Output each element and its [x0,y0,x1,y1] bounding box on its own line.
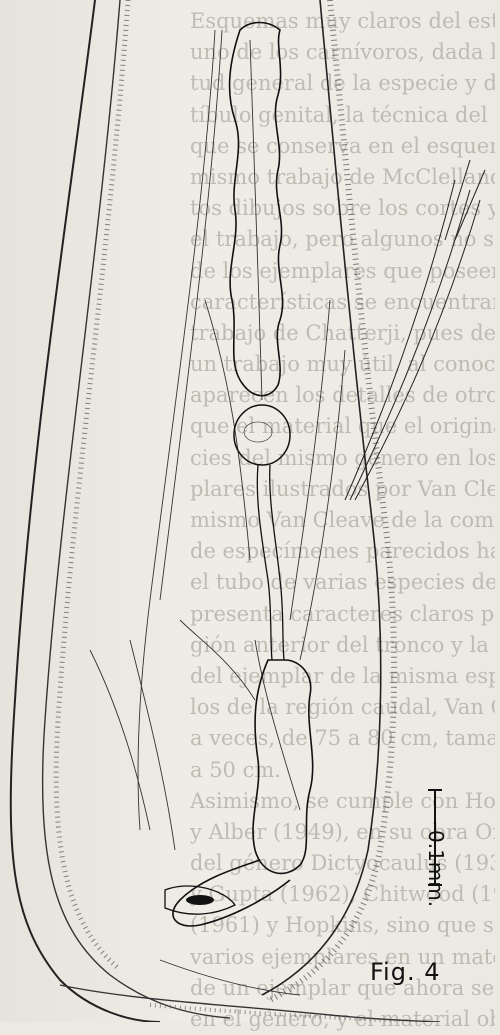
cloaca-curve [173,860,290,926]
swelling-mid [234,405,290,465]
cuticle-dotted-right [270,0,394,1000]
aperture-core [186,895,214,905]
tail-curve-dotted [150,1005,400,1021]
setae-tuft [345,160,485,500]
duct-connecting [257,465,284,660]
body-wall-inner [43,0,230,1018]
body-wall-outer [11,0,160,1022]
muscle-fibres [90,30,345,995]
figure-label: Fig. 4 [370,958,441,986]
tubular-organ-lower [253,660,313,873]
scale-bar-label: 0.1mm. [424,830,448,907]
tail-curve [60,985,440,1022]
